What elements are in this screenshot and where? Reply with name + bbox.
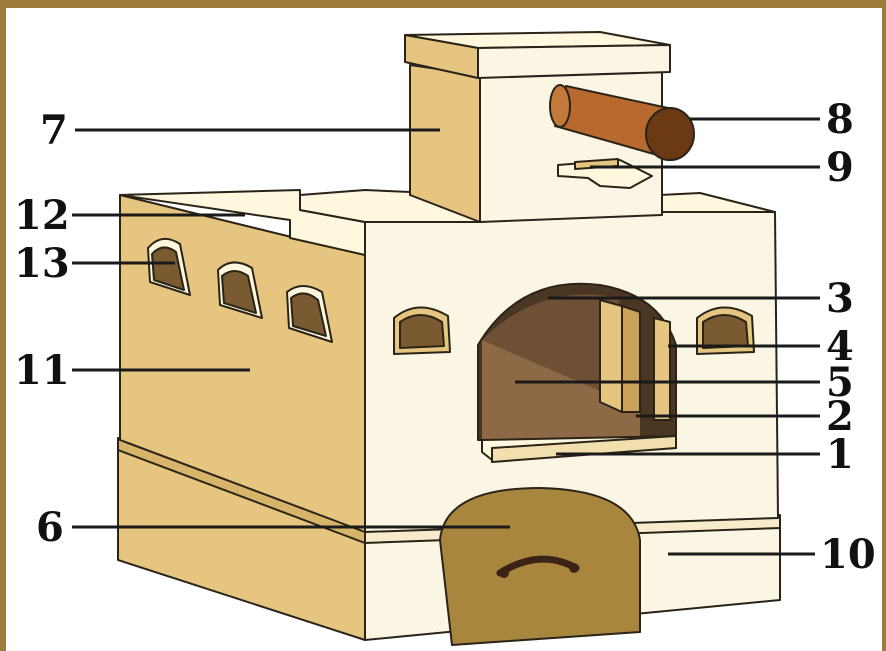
ash-door: [440, 488, 640, 645]
callout-number-1: 1: [826, 431, 854, 478]
callout-number-13: 13: [14, 240, 70, 287]
callout-number-12: 12: [14, 192, 70, 239]
arch-jamb-outer: [654, 318, 670, 420]
callout-number-9: 9: [826, 144, 854, 191]
callout-number-11: 11: [14, 347, 70, 394]
callout-number-10: 10: [820, 531, 876, 578]
pipe-back-end: [550, 85, 570, 127]
callout-number-7: 7: [40, 107, 68, 154]
door-handle-left-bolt: [499, 568, 509, 578]
chimney-side: [410, 65, 480, 222]
arch-jamb-side: [622, 306, 640, 412]
callout-number-6: 6: [36, 504, 64, 551]
callout-number-3: 3: [826, 275, 854, 322]
front-niche-left-inner: [400, 315, 444, 348]
callout-number-8: 8: [826, 96, 854, 143]
chimney-cap-front: [478, 45, 670, 78]
pipe-opening: [646, 108, 694, 160]
door-handle-right-bolt: [569, 563, 579, 573]
arch-jamb-inner: [600, 300, 622, 412]
front-niche-right-inner: [703, 315, 748, 348]
